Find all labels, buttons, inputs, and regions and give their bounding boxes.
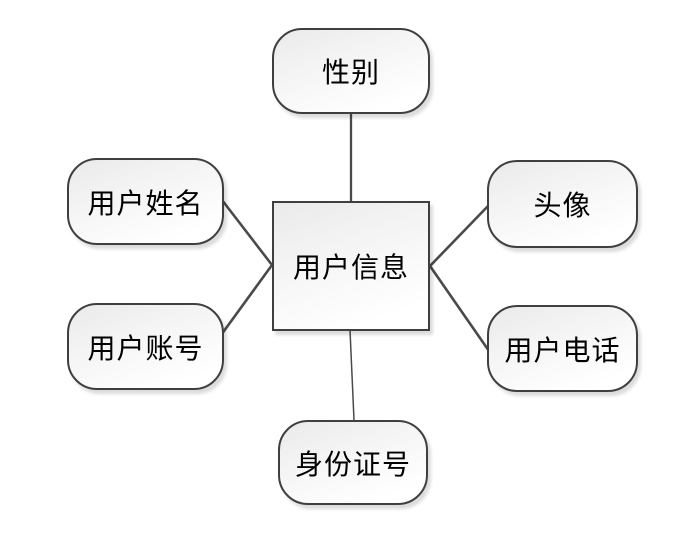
node-user-phone: 用户电话 <box>487 305 638 392</box>
node-avatar-label: 头像 <box>533 191 592 222</box>
edge-center-to-user-account <box>214 264 274 343</box>
node-user-account-label: 用户账号 <box>87 333 204 365</box>
node-user-info: 用户信息 <box>272 201 430 331</box>
node-id-number-label: 身份证号 <box>294 449 411 481</box>
node-user-phone-label: 用户电话 <box>504 335 621 367</box>
node-user-name-label: 用户姓名 <box>87 188 204 220</box>
node-user-name: 用户姓名 <box>67 158 224 245</box>
edge-center-to-avatar <box>429 204 490 267</box>
edge-center-to-user-phone <box>428 265 491 352</box>
node-gender: 性别 <box>272 28 430 114</box>
node-avatar: 头像 <box>487 160 638 248</box>
edge-center-to-user-name <box>220 199 274 266</box>
node-id-number: 身份证号 <box>278 420 428 505</box>
edge-center-to-id-number <box>349 329 355 421</box>
node-gender-label: 性别 <box>321 58 380 89</box>
node-user-account: 用户账号 <box>67 303 224 390</box>
node-user-info-label: 用户信息 <box>292 253 409 284</box>
